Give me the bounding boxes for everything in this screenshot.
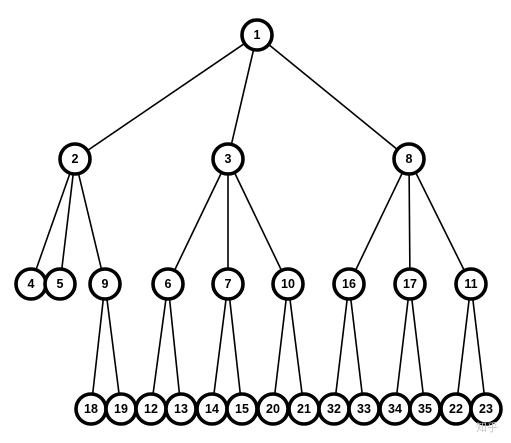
tree-node-13: 13 — [164, 392, 198, 426]
edge-17-34 — [394, 283, 411, 410]
edge-8-11 — [408, 158, 472, 285]
tree-node-3: 3 — [211, 142, 245, 176]
node-label: 10 — [281, 277, 295, 291]
tree-node-15: 15 — [225, 392, 259, 426]
node-label: 23 — [479, 402, 493, 416]
node-circle — [211, 267, 245, 301]
edge-16-32 — [333, 283, 350, 410]
tree-node-9: 9 — [88, 267, 122, 301]
node-label: 14 — [205, 402, 219, 416]
node-label: 9 — [102, 277, 109, 291]
node-circle — [332, 267, 366, 301]
edge-1-3 — [227, 34, 258, 160]
node-label: 8 — [406, 152, 413, 166]
node-label: 22 — [449, 402, 463, 416]
tree-node-18: 18 — [74, 392, 108, 426]
tree-node-35: 35 — [408, 392, 442, 426]
node-label: 18 — [84, 402, 98, 416]
node-label: 3 — [225, 152, 232, 166]
node-circle — [58, 142, 92, 176]
node-circle — [240, 18, 274, 52]
edge-1-8 — [256, 34, 410, 160]
edge-10-20 — [272, 283, 289, 410]
node-label: 6 — [165, 277, 172, 291]
tree-node-32: 32 — [317, 392, 351, 426]
edge-11-22 — [455, 283, 472, 410]
tree-node-20: 20 — [256, 392, 290, 426]
tree-node-14: 14 — [195, 392, 229, 426]
node-circle — [393, 267, 427, 301]
edge-10-21 — [287, 283, 305, 410]
tree-node-17: 17 — [393, 267, 427, 301]
edge-7-15 — [227, 283, 243, 410]
tree-edges — [30, 34, 487, 410]
node-label: 13 — [174, 402, 188, 416]
tree-node-23: 23 — [469, 392, 503, 426]
edge-2-4 — [30, 158, 76, 285]
node-circle — [271, 267, 305, 301]
tree-node-1: 1 — [240, 18, 274, 52]
edge-8-17 — [408, 158, 411, 285]
node-label: 33 — [357, 402, 371, 416]
node-label: 17 — [403, 277, 417, 291]
node-label: 7 — [225, 277, 232, 291]
node-label: 2 — [72, 152, 79, 166]
node-label: 5 — [57, 277, 64, 291]
node-label: 16 — [342, 277, 356, 291]
tree-node-7: 7 — [211, 267, 245, 301]
edge-2-9 — [74, 158, 106, 285]
edge-16-33 — [348, 283, 365, 410]
edge-3-10 — [227, 158, 289, 285]
edge-3-6 — [167, 158, 229, 285]
tree-node-6: 6 — [151, 267, 185, 301]
node-label: 19 — [114, 402, 128, 416]
node-circle — [454, 267, 488, 301]
node-circle — [88, 267, 122, 301]
edge-9-18 — [90, 283, 106, 410]
tree-node-33: 33 — [347, 392, 381, 426]
node-circle — [211, 142, 245, 176]
edge-7-14 — [211, 283, 229, 410]
node-label: 34 — [388, 402, 402, 416]
tree-node-19: 19 — [104, 392, 138, 426]
node-label: 12 — [144, 402, 158, 416]
tree-node-8: 8 — [392, 142, 426, 176]
node-circle — [469, 392, 503, 426]
node-label: 20 — [266, 402, 280, 416]
tree-node-34: 34 — [378, 392, 412, 426]
node-label: 4 — [28, 277, 35, 291]
node-circle — [43, 267, 77, 301]
node-label: 32 — [327, 402, 341, 416]
edge-2-5 — [59, 158, 76, 285]
node-circle — [151, 267, 185, 301]
node-label: 11 — [464, 277, 477, 291]
tree-node-4: 4 — [14, 267, 48, 301]
node-circle — [392, 142, 426, 176]
node-label: 35 — [418, 402, 432, 416]
tree-node-16: 16 — [332, 267, 366, 301]
node-label: 15 — [235, 402, 249, 416]
edge-6-12 — [150, 283, 169, 410]
edge-17-35 — [409, 283, 426, 410]
tree-node-12: 12 — [134, 392, 168, 426]
tree-node-21: 21 — [287, 392, 321, 426]
edge-8-16 — [348, 158, 410, 285]
tree-node-10: 10 — [271, 267, 305, 301]
edge-11-23 — [470, 283, 487, 410]
edge-6-13 — [167, 283, 182, 410]
edge-9-19 — [104, 283, 122, 410]
tree-node-5: 5 — [43, 267, 77, 301]
edge-1-2 — [74, 34, 258, 160]
tree-node-22: 22 — [439, 392, 473, 426]
tree-node-2: 2 — [58, 142, 92, 176]
tree-node-11: 11 — [454, 267, 488, 301]
node-label: 21 — [297, 402, 311, 416]
node-label: 1 — [254, 28, 261, 42]
watermark-text: 知乎 — [476, 420, 498, 434]
